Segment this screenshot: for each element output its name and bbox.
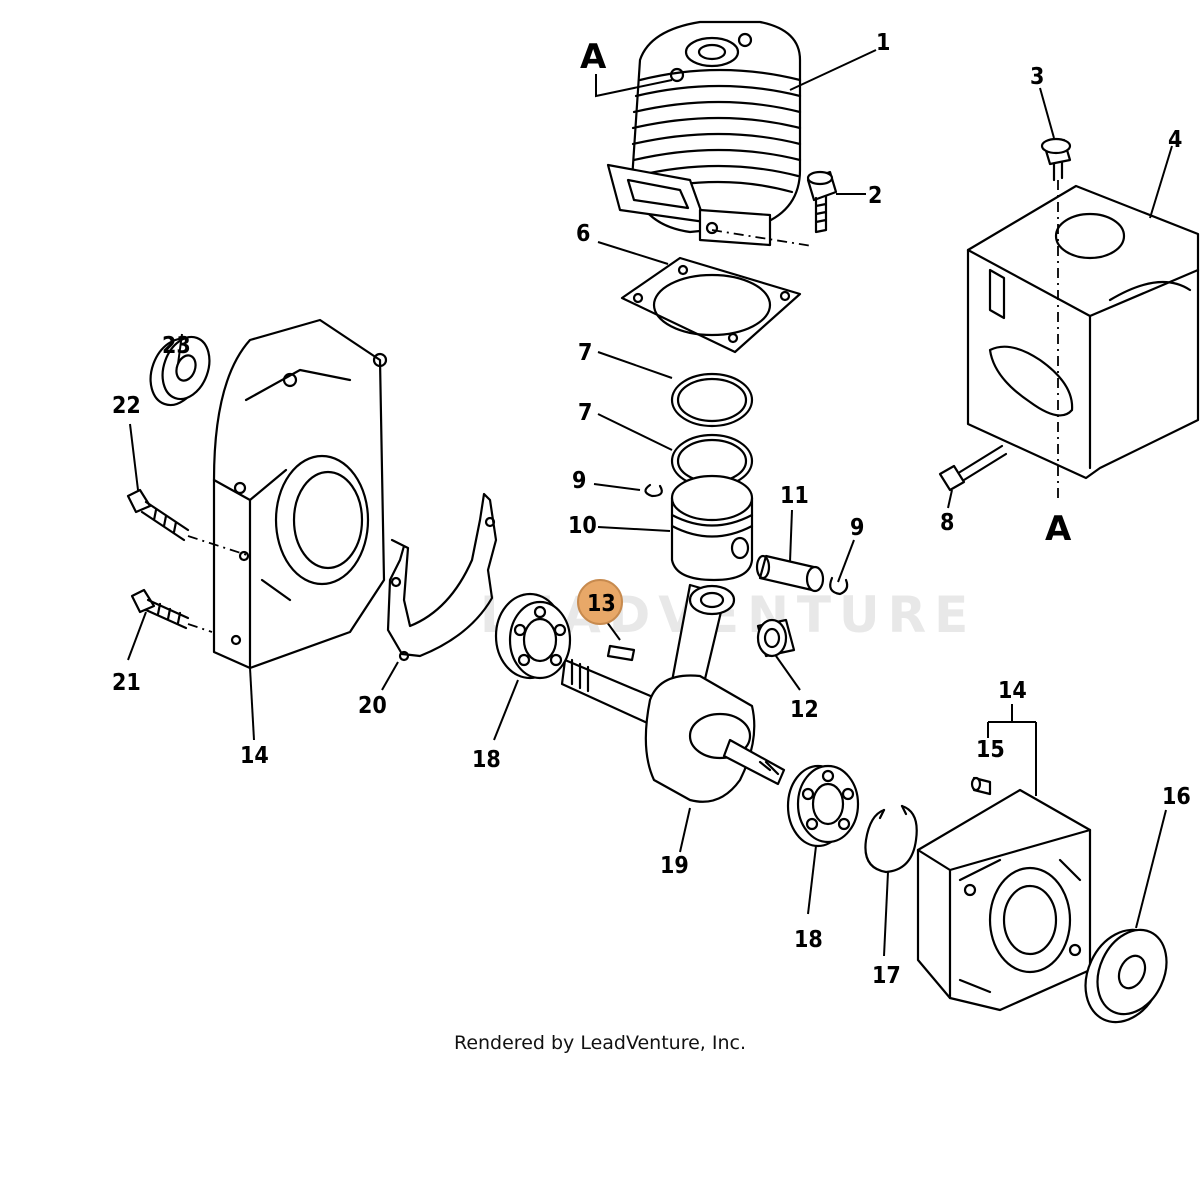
callout-7-upper: 7 bbox=[578, 340, 592, 366]
callout-1: 1 bbox=[876, 30, 890, 56]
callout-20: 20 bbox=[358, 693, 387, 719]
cylinder-shroud-part bbox=[966, 184, 1200, 480]
dowel-pin-part bbox=[970, 776, 992, 796]
highlight-circle bbox=[577, 579, 623, 625]
callout-18-right: 18 bbox=[794, 927, 823, 953]
cylinder-part bbox=[606, 20, 802, 247]
circlip-left-part bbox=[644, 483, 663, 498]
crankcase-bolt-lower-part bbox=[130, 588, 190, 630]
crankcase-bolt-upper-part bbox=[126, 488, 190, 542]
retaining-ring-part bbox=[864, 804, 918, 874]
ball-bearing-right-part bbox=[786, 764, 860, 848]
shroud-screw-top-part bbox=[1040, 137, 1072, 182]
cylinder-bolt-part bbox=[806, 170, 838, 234]
callout-4: 4 bbox=[1168, 127, 1182, 153]
crankcase-gasket-part bbox=[386, 492, 498, 658]
callout-14-right: 14 bbox=[998, 678, 1027, 704]
callout-15: 15 bbox=[976, 737, 1005, 763]
crankcase-left-part bbox=[212, 318, 388, 670]
callout-22: 22 bbox=[112, 393, 141, 419]
callout-10: 10 bbox=[568, 513, 597, 539]
callout-13[interactable]: 13 bbox=[587, 591, 616, 617]
crankshaft-part bbox=[560, 583, 786, 803]
reference-mark-a-top: A bbox=[580, 37, 607, 77]
callout-9-left: 9 bbox=[572, 468, 586, 494]
callout-12: 12 bbox=[790, 697, 819, 723]
callout-6: 6 bbox=[576, 221, 590, 247]
circlip-right-part bbox=[829, 576, 849, 596]
callout-7-lower: 7 bbox=[578, 400, 592, 426]
callout-11: 11 bbox=[780, 483, 809, 509]
reference-mark-a-bottom: A bbox=[1045, 509, 1072, 549]
ball-bearing-left-part bbox=[494, 592, 572, 680]
callout-21: 21 bbox=[112, 670, 141, 696]
oil-seal-left-part bbox=[149, 335, 211, 407]
callout-18-left: 18 bbox=[472, 747, 501, 773]
callout-14-left: 14 bbox=[240, 743, 269, 769]
callout-2: 2 bbox=[868, 183, 882, 209]
shroud-screw-side-part bbox=[938, 444, 1008, 492]
callout-16: 16 bbox=[1162, 784, 1191, 810]
piston-ring-upper-part bbox=[670, 372, 754, 428]
woodruff-key-part bbox=[606, 644, 636, 662]
piston-pin-part bbox=[755, 554, 825, 593]
callout-17: 17 bbox=[872, 963, 901, 989]
render-credit: Rendered by LeadVenture, Inc. bbox=[453, 1032, 747, 1054]
callout-23: 23 bbox=[162, 333, 191, 359]
callout-8: 8 bbox=[940, 510, 954, 536]
piston-part bbox=[670, 474, 754, 582]
callout-9-right: 9 bbox=[850, 515, 864, 541]
needle-bearing-part bbox=[756, 618, 796, 658]
callout-3: 3 bbox=[1030, 64, 1044, 90]
oil-seal-right-part bbox=[1084, 928, 1168, 1024]
crankcase-right-part bbox=[916, 788, 1092, 1012]
cylinder-gasket-part bbox=[620, 256, 802, 354]
callout-19: 19 bbox=[660, 853, 689, 879]
